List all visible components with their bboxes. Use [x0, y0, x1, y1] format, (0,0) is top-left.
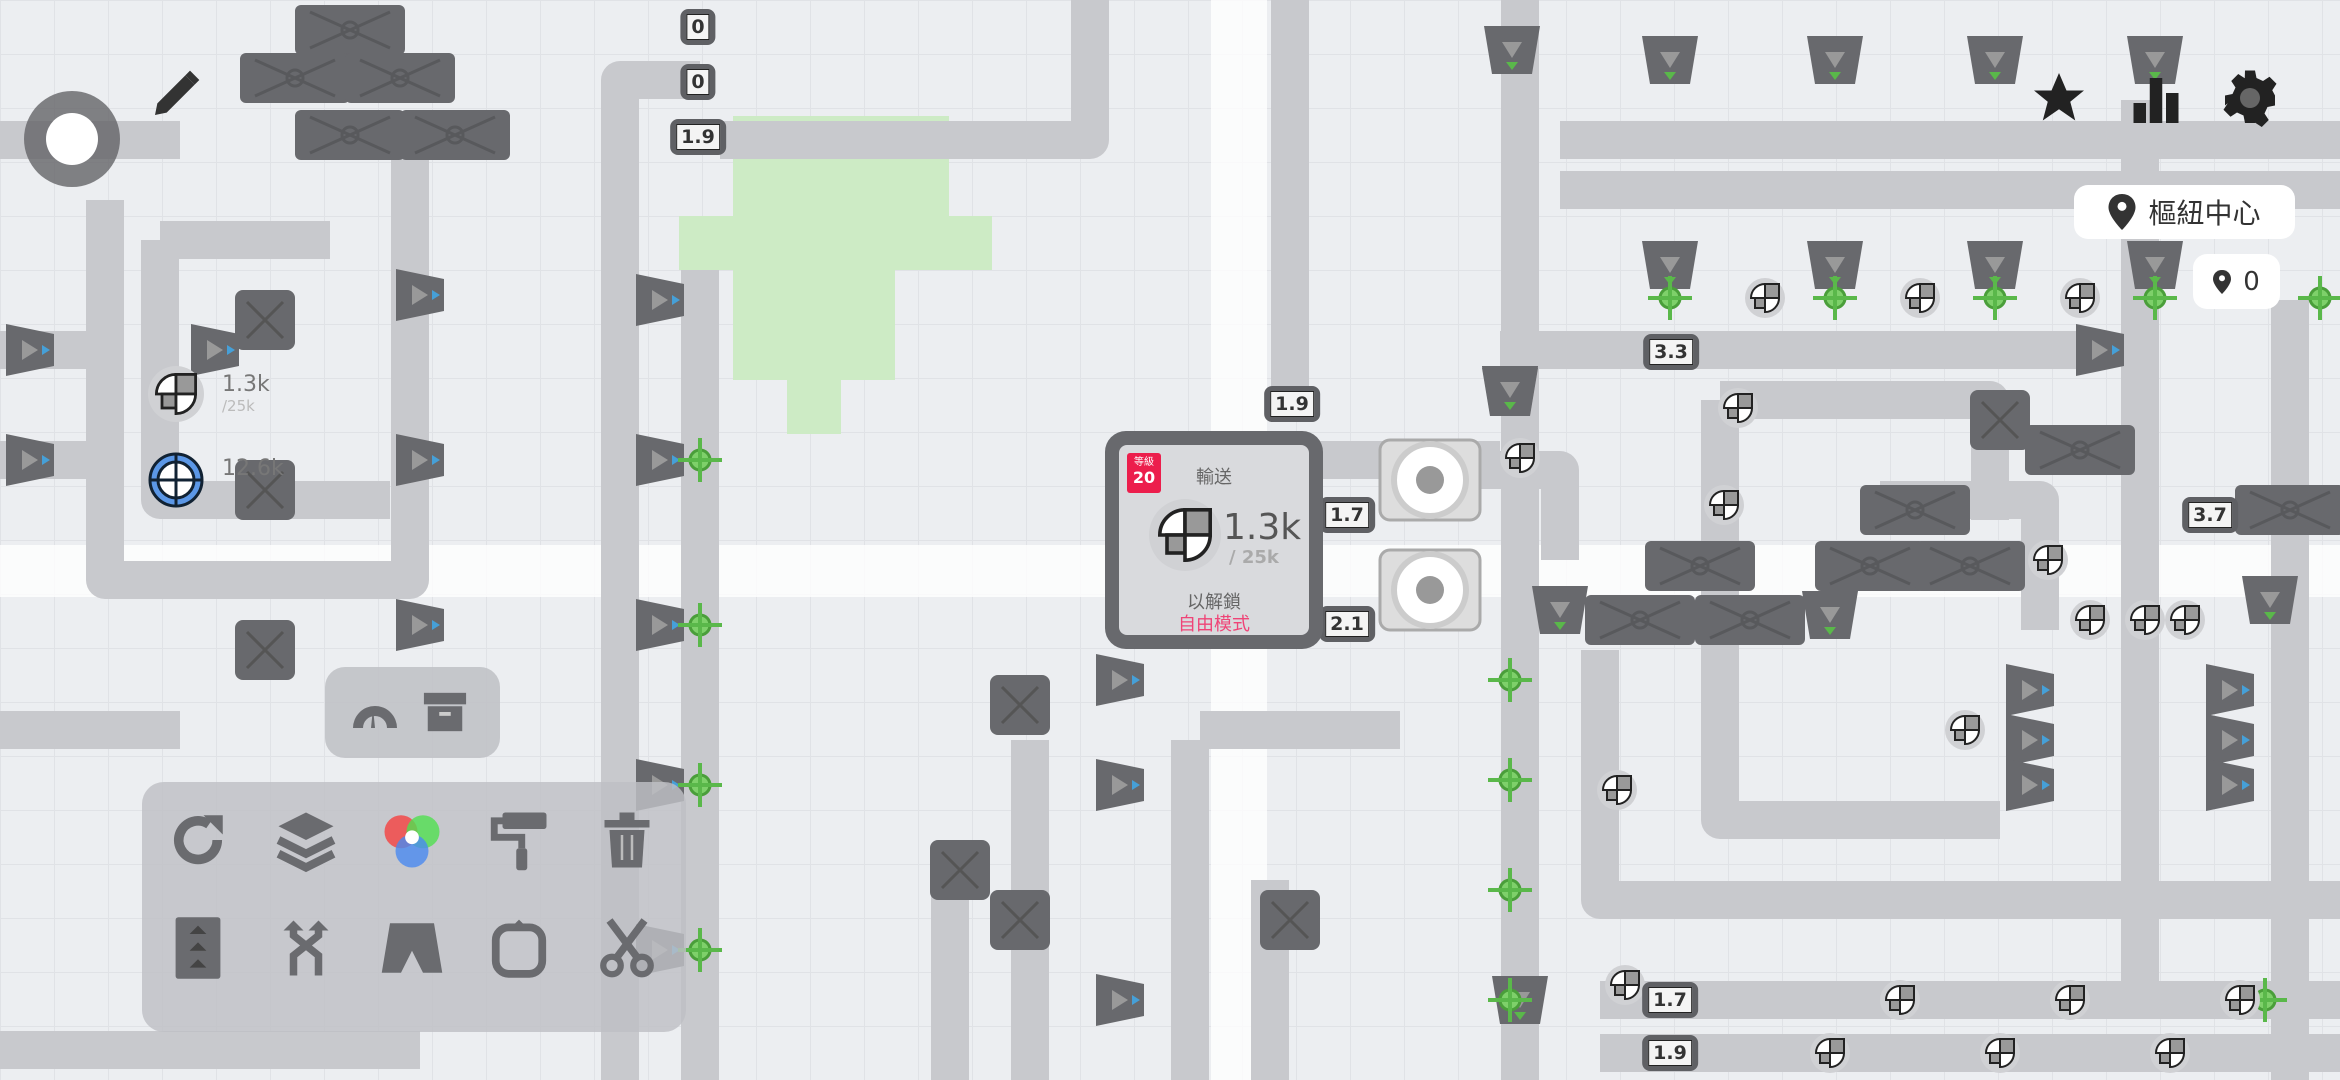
unlock-reward: 自由模式	[1178, 614, 1250, 635]
shape-amount: 1.3k	[222, 372, 270, 397]
speedometer-icon[interactable]	[333, 670, 417, 754]
location-button[interactable]: 樞紐中心	[2074, 185, 2295, 239]
machines	[6, 3, 2340, 1026]
level-label: 等級	[1134, 457, 1154, 468]
joystick[interactable]	[24, 91, 120, 187]
shape-goal: /25k	[222, 397, 255, 415]
shape-tooltip: 12.6k	[222, 456, 284, 481]
unlock-label: 以解鎖	[1187, 592, 1241, 613]
star-icon[interactable]	[2029, 68, 2089, 128]
belt-rate: 1.9	[1270, 391, 1314, 417]
tunnel-icon[interactable]	[370, 906, 454, 990]
shape-icon	[146, 364, 206, 424]
shape-tooltip: 1.3k/25k	[222, 372, 270, 415]
belt-rate: 1.9	[1648, 1040, 1692, 1066]
belt-rate: 1.9	[676, 124, 720, 150]
belt-throughput-label: 1.7	[1642, 982, 1698, 1018]
hub-delivered-amount: 1.3k	[1223, 507, 1302, 548]
rotate-icon[interactable]	[156, 798, 240, 882]
location-name: 樞紐中心	[2148, 197, 2261, 230]
cutter-icon[interactable]	[585, 906, 669, 990]
belt-rate: 3.3	[1649, 339, 1693, 365]
stats-icon[interactable]	[2126, 68, 2186, 128]
belt-rate: 1.7	[1325, 502, 1369, 528]
painter-icon[interactable]	[477, 798, 561, 882]
belt-throughput-label: 0	[680, 64, 716, 100]
trash-icon[interactable]	[585, 798, 669, 882]
belt-throughput-label: 0	[680, 9, 716, 45]
belt-throughput-label: 3.3	[1643, 334, 1699, 370]
color-mixer-icon[interactable]	[370, 798, 454, 882]
location-pin-icon	[2213, 269, 2232, 294]
goal-shape-icon	[1147, 497, 1223, 573]
belt-rate: 2.1	[1325, 611, 1369, 637]
building-category-bar	[325, 667, 500, 758]
belt-throughput-label: 3.7	[2182, 497, 2238, 533]
belt-throughput-label: 2.1	[1319, 606, 1375, 642]
belt-throughput-label: 1.7	[1319, 497, 1375, 533]
pencil-icon[interactable]	[148, 66, 204, 122]
belt-rate: 3.7	[2188, 502, 2232, 528]
build-toolbar	[142, 782, 686, 1032]
belt-rate: 0	[686, 69, 710, 95]
hub-goal-title: 輸送	[1196, 467, 1232, 488]
belt-throughput-label: 1.9	[670, 119, 726, 155]
joystick-knob[interactable]	[46, 113, 98, 165]
belt-throughput-label: 1.9	[1264, 386, 1320, 422]
target-shape-icon	[148, 452, 204, 508]
hub-goal-amount: / 25k	[1229, 547, 1279, 568]
marker-count: 0	[2243, 266, 2260, 297]
belt-throughput-label: 1.9	[1642, 1035, 1698, 1071]
layers-icon[interactable]	[264, 798, 348, 882]
level-number: 20	[1132, 468, 1156, 487]
settings-icon[interactable]	[2220, 68, 2280, 128]
belt-rate: 1.7	[1648, 987, 1692, 1013]
belt-rate: 0	[686, 14, 710, 40]
shape-amount: 12.6k	[222, 456, 284, 481]
rotator-icon[interactable]	[477, 906, 561, 990]
swapper-icon[interactable]	[264, 906, 348, 990]
storage-box-icon[interactable]	[403, 670, 487, 754]
belt-lift-icon[interactable]	[156, 906, 240, 990]
markers-button[interactable]: 0	[2193, 254, 2280, 309]
location-pin-icon	[2108, 194, 2136, 230]
